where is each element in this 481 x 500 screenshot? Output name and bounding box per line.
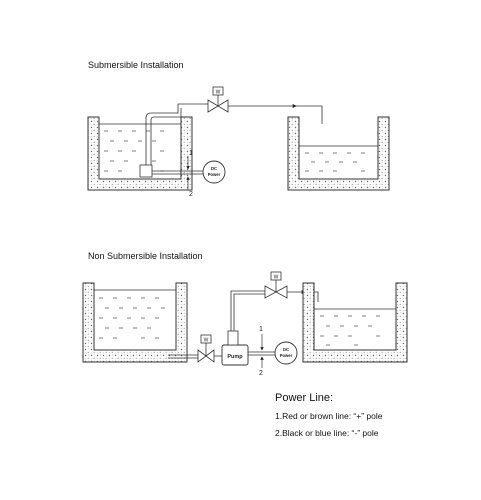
dc-label-1: DC <box>211 166 217 171</box>
discharge-valve: W <box>264 271 288 299</box>
suction-valve: W <box>197 334 215 363</box>
power-label-2: Power <box>280 353 293 358</box>
submersible-valve: W <box>207 86 229 113</box>
power-line-2: 2.Black or blue line: “-” pole <box>275 428 379 438</box>
non-submersible-target-tank <box>302 282 408 363</box>
dc-label-2: DC <box>283 347 289 352</box>
submersible-pump <box>139 164 153 178</box>
submersible-title: Submersible Installation <box>88 60 184 70</box>
non-submersible-pump: Pump <box>221 330 249 366</box>
valve-w-label: W <box>216 90 221 96</box>
submersible-power-wiring: 1 2 <box>152 150 203 198</box>
submersible-outlet-pipe <box>145 103 208 165</box>
non-submersible-title: Non Submersible Installation <box>88 251 203 261</box>
wire-1-label-2: 1 <box>259 326 263 333</box>
submersible-dc-power: DC Power <box>202 160 226 184</box>
power-line-1: 1.Red or brown line: “+” pole <box>275 411 383 421</box>
discharge-valve-w: W <box>274 275 279 281</box>
pump-label: Pump <box>227 354 243 360</box>
submersible-target-tank <box>287 116 390 191</box>
non-submersible-dc-power: DC Power <box>274 341 298 365</box>
suction-pipe <box>168 354 198 359</box>
non-submersible-source-tank <box>82 282 188 363</box>
non-submersible-power-wiring: 1 2 <box>248 326 275 377</box>
submersible-source-tank <box>87 116 193 191</box>
power-line-heading: Power Line: <box>275 392 334 404</box>
wire-1-label: 1 <box>189 150 193 157</box>
suction-valve-w: W <box>204 338 209 344</box>
wire-2-label-2: 2 <box>259 370 263 377</box>
submersible-discharge-line <box>228 104 323 124</box>
wire-2-label: 2 <box>189 191 193 198</box>
power-label-1: Power <box>208 172 221 177</box>
